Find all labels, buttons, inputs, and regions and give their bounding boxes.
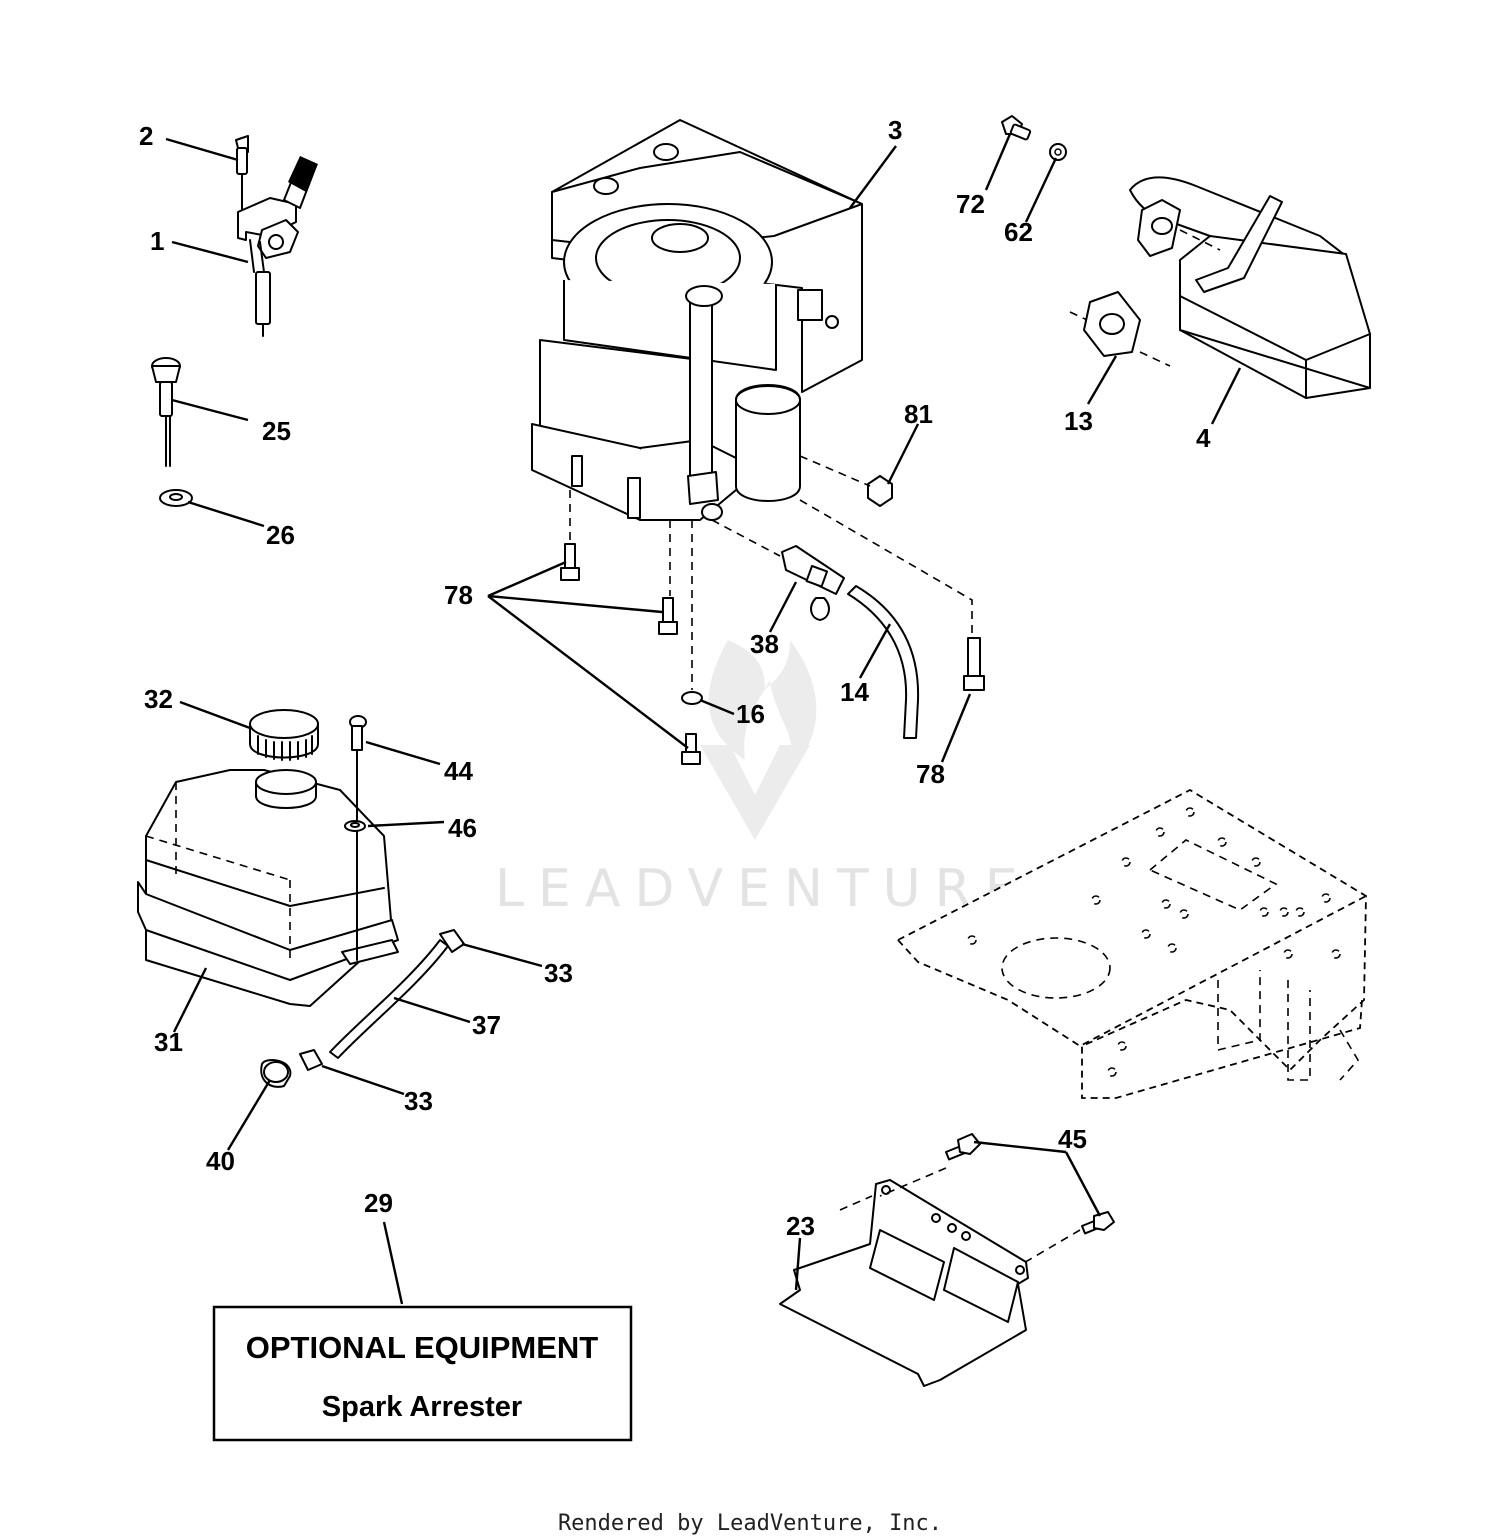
callout-46: 46	[448, 813, 477, 843]
fuel-filter-part	[711, 519, 845, 621]
bolt-washer-part	[1001, 115, 1067, 161]
callout-4: 4	[1196, 423, 1211, 453]
callout-72: 72	[956, 189, 985, 219]
callout-62: 62	[1004, 217, 1033, 247]
callout-14: 14	[840, 677, 869, 707]
watermark-text: LEADVENTURE	[495, 859, 1032, 919]
engine-part	[531, 119, 863, 521]
nut-part	[799, 455, 893, 507]
callout-16: 16	[736, 699, 765, 729]
watermark: LEADVENTURE	[495, 640, 1032, 919]
spark-arrester-label: Spark Arrester	[322, 1391, 522, 1423]
muffler-part	[1129, 176, 1371, 399]
callout-26: 26	[266, 520, 295, 550]
callout-33-upper: 33	[544, 958, 573, 988]
callout-23: 23	[786, 1211, 815, 1241]
optional-equipment-title: OPTIONAL EQUIPMENT	[246, 1330, 599, 1365]
engine-bolts-part	[560, 490, 985, 765]
fuel-tank-part	[137, 769, 399, 1007]
callout-45: 45	[1058, 1124, 1087, 1154]
callout-2: 2	[139, 121, 153, 151]
gasket-part	[1069, 291, 1171, 367]
callout-44: 44	[444, 756, 473, 786]
callout-32: 32	[144, 684, 173, 714]
callout-81: 81	[904, 399, 933, 429]
choke-knob-part	[151, 357, 193, 507]
callout-29: 29	[364, 1188, 393, 1218]
callout-33-lower: 33	[404, 1086, 433, 1116]
fuel-line-clamps-part	[260, 929, 465, 1088]
optional-equipment-box: OPTIONAL EQUIPMENT Spark Arrester	[212, 1305, 633, 1442]
bottom-plate-part	[779, 1133, 1115, 1387]
fuel-hose-part	[847, 585, 920, 739]
tank-screw-washer-part	[344, 715, 367, 961]
leader-lines	[165, 133, 1242, 1305]
chassis-frame-part	[897, 788, 1367, 1099]
throttle-control-part	[235, 135, 318, 337]
fuel-cap-part	[249, 709, 319, 761]
callout-31: 31	[154, 1027, 183, 1057]
callout-25: 25	[262, 416, 291, 446]
callout-38: 38	[750, 629, 779, 659]
callout-78-right: 78	[916, 759, 945, 789]
callout-78-left: 78	[444, 580, 473, 610]
callout-labels: 2 1 3 4 13 14 16 23 25 26 29 31 32 33 33…	[139, 115, 1211, 1241]
callout-3: 3	[888, 115, 902, 145]
footer-credit: Rendered by LeadVenture, Inc.	[558, 1511, 942, 1536]
callout-40: 40	[206, 1146, 235, 1176]
callout-37: 37	[472, 1010, 501, 1040]
callout-13: 13	[1064, 406, 1093, 436]
callout-1: 1	[150, 226, 164, 256]
